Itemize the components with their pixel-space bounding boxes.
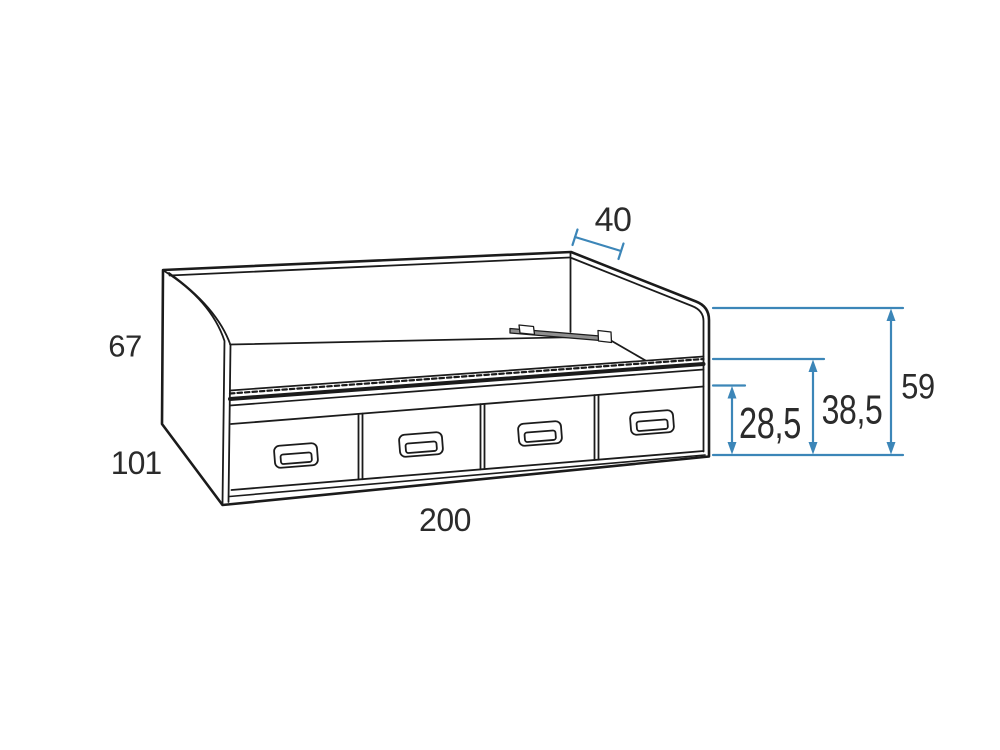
bed-outline <box>160 250 711 507</box>
plinth-top-line <box>228 454 706 498</box>
dim-label-bed-depth: 101 <box>110 445 162 481</box>
dim-arrow-59 <box>886 308 896 455</box>
dim-label-armrest-top-width: 40 <box>594 201 632 239</box>
bracket-tab-left <box>518 324 536 336</box>
drawer-divider-2 <box>479 403 486 471</box>
platform-front-top-line <box>229 355 705 392</box>
dim-label-drawer-section-height: 28,5 <box>739 399 801 448</box>
drawer-row-top-line <box>230 385 705 425</box>
dim-label-bed-length: 200 <box>419 502 471 538</box>
platform-back-edge <box>229 335 605 346</box>
dim-label-armrest-height: 59 <box>901 367 935 407</box>
drawer-unit <box>228 385 706 498</box>
arm-slope-inner-edge <box>570 257 705 453</box>
bed-silhouette <box>160 250 711 507</box>
dim-arrow-28-5 <box>727 386 737 455</box>
drawer-row-bottom-line <box>230 450 705 491</box>
dimension-lines <box>571 228 905 457</box>
left-side-panel <box>162 269 232 505</box>
mattress-platform <box>228 335 706 407</box>
dim-label-backrest-height: 67 <box>108 328 142 364</box>
back-panel <box>168 252 572 333</box>
left-panel-front-edge-inner <box>168 272 232 503</box>
dim-line-40 <box>571 228 625 261</box>
platform-front-bottom-line <box>229 368 705 407</box>
drawer-handle-4 <box>629 409 675 436</box>
platform-front-thick-line <box>228 362 706 401</box>
drawer-handle-2 <box>398 431 444 458</box>
back-panel-top-inner-edge <box>168 256 571 277</box>
drawer-divider-1 <box>357 412 364 481</box>
dim-label-platform-height: 38,5 <box>821 386 883 433</box>
bracket-tab-right <box>597 329 613 344</box>
dim-arrow-38-5 <box>808 359 818 455</box>
drawer-handle-3 <box>517 420 563 447</box>
platform-stitch-line <box>228 357 705 395</box>
slat-bracket-rail <box>509 324 613 344</box>
drawer-handle-1 <box>273 442 319 469</box>
drawer-divider-3 <box>593 394 600 461</box>
